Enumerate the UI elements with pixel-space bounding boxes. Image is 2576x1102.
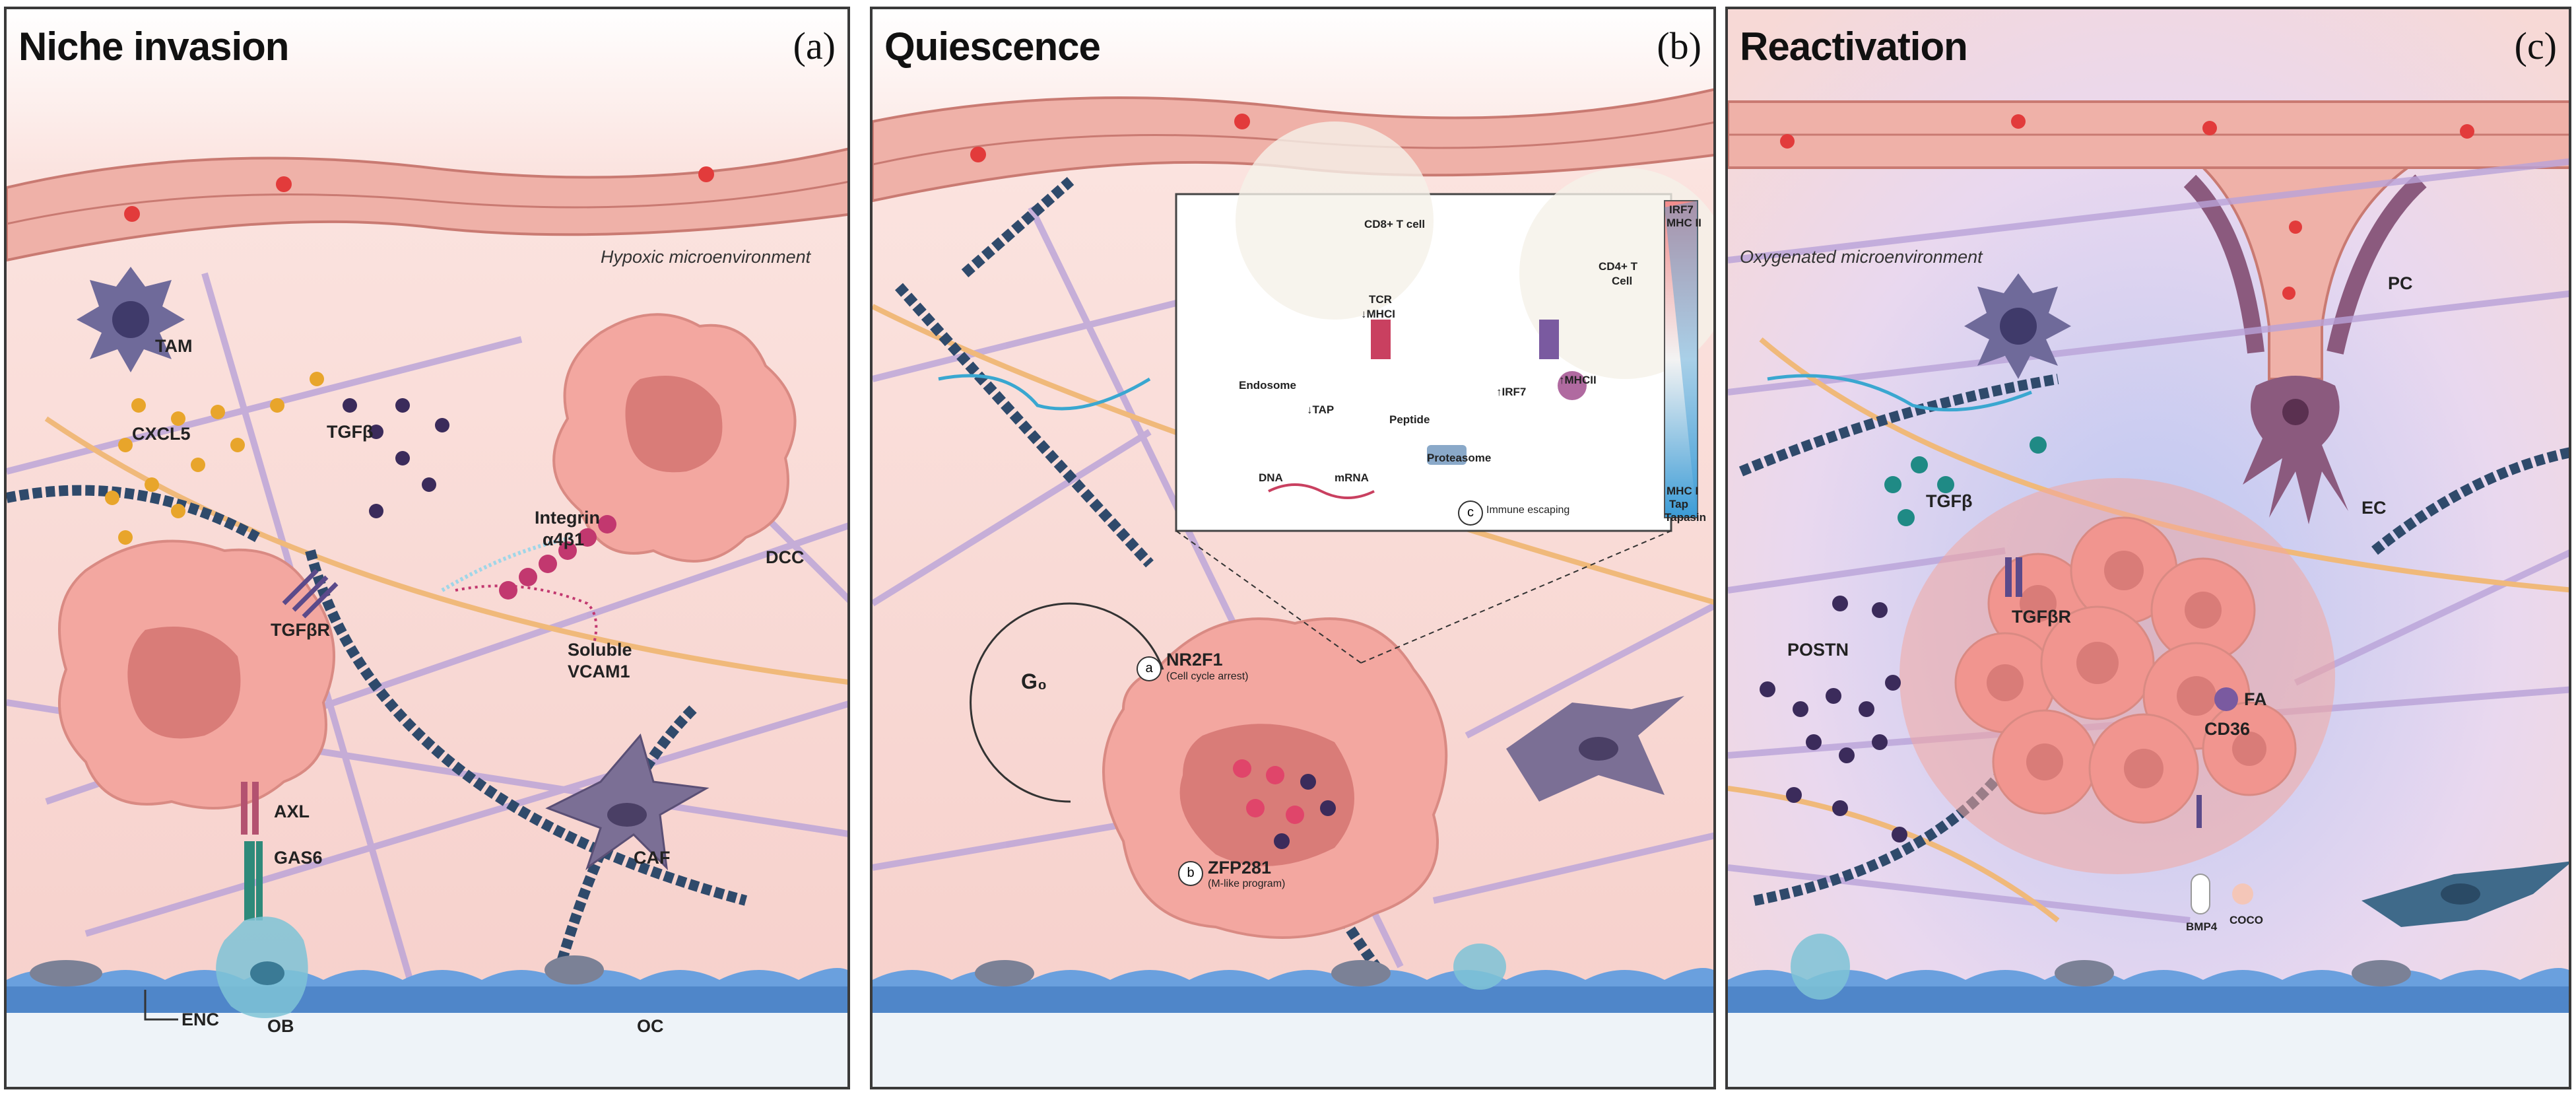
- integrin-beads: [499, 515, 616, 600]
- endosome-label: Endosome: [1239, 379, 1296, 392]
- proteasome-label: Proteasome: [1427, 452, 1492, 464]
- sprouting-vessel: [2200, 166, 2412, 380]
- caf-fibroblast-b: [1506, 696, 1684, 802]
- cd4-label: CD4+ T: [1599, 260, 1638, 273]
- ec-label: EC: [2361, 498, 2387, 518]
- tgfbr-label-a: TGFβR: [271, 620, 330, 640]
- bmp4-label: BMP4: [2186, 920, 2218, 933]
- enc-label: ENC: [182, 1010, 220, 1029]
- tgfbr-label-c: TGFβR: [2012, 607, 2071, 627]
- dcc-label: DCC: [766, 547, 805, 567]
- mhci-bar-label: MHC I: [1667, 485, 1699, 497]
- tcr-label: TCR: [1369, 293, 1392, 306]
- tam-macrophage: [77, 267, 185, 372]
- blood-vessel: [7, 147, 847, 262]
- mhcii-up-label: ↑MHCII: [1559, 374, 1597, 386]
- cd4-label-2: Cell: [1612, 275, 1633, 287]
- coco-ligand: [2232, 883, 2253, 905]
- panel-a-title: Niche invasion: [18, 24, 289, 69]
- tap-down-label: ↓TAP: [1307, 403, 1335, 416]
- immune-escaping-label: Immune escaping: [1486, 504, 1570, 516]
- panel-a-letter: (a): [793, 24, 836, 67]
- bmp4-ligand: [2191, 874, 2210, 914]
- panel-reactivation: Reactivation (c) Oxygenated microenviron…: [1725, 7, 2571, 1089]
- hypoxic-label: Hypoxic microenvironment: [601, 247, 811, 267]
- nr2f1-label: NR2F1: [1166, 650, 1223, 670]
- postn-label: POSTN: [1787, 640, 1849, 660]
- ob-label: OB: [267, 1016, 294, 1036]
- vcam1-label: VCAM1: [568, 662, 630, 681]
- panel-quiescence: Quiescence (b) CD8+ T cell CD4+ T Cell T…: [870, 7, 1716, 1089]
- postn-dots: [1760, 596, 1907, 843]
- tgfb-label-c: TGFβ: [1926, 491, 1973, 511]
- ecm-filament: [938, 374, 1151, 411]
- nr2f1-sub-label: (Cell cycle arrest): [1166, 671, 1249, 682]
- dna-label: DNA: [1259, 471, 1283, 484]
- macrophage-c: [1964, 273, 2071, 379]
- soluble-label: Soluble: [568, 640, 632, 660]
- tam-label: TAM: [155, 336, 193, 356]
- tgfb-dots: [343, 398, 449, 518]
- cxcl5-dots: [105, 372, 324, 545]
- endosteal-cells: [30, 955, 604, 986]
- nr2f1-badge: a: [1137, 656, 1162, 681]
- panel-niche-invasion: Niche invasion (a) Hypoxic microenvironm…: [4, 7, 850, 1089]
- irf7-up-label: ↑IRF7: [1496, 386, 1527, 398]
- axl-gas6-complex: [241, 782, 263, 920]
- g0-label: G₀: [1021, 670, 1047, 693]
- mhci-down-label: ↓MHCI: [1361, 308, 1395, 320]
- immune-escape-inset: [1175, 121, 1713, 532]
- caf-fibroblast: [545, 733, 710, 871]
- proliferating-tumor-mass: [1899, 478, 2335, 874]
- gas6-label: GAS6: [274, 848, 323, 868]
- immune-badge: c: [1458, 500, 1483, 526]
- osteoblast: [216, 916, 308, 1018]
- irf7-bar-label: IRF7: [1669, 203, 1694, 216]
- pc-label: PC: [2388, 273, 2413, 293]
- caf-label: CAF: [634, 848, 671, 868]
- peptide-label: Peptide: [1389, 413, 1430, 426]
- panel-b-title: Quiescence: [884, 24, 1101, 69]
- zfp281-sub-label: (M-like program): [1208, 878, 1286, 889]
- integrin-label: Integrin: [535, 508, 600, 528]
- caf-fibroblast-c: [2361, 861, 2569, 927]
- cxcl5-label: CXCL5: [132, 424, 191, 444]
- fatty-acid: [2214, 687, 2238, 711]
- tap-bar-label: Tap: [1669, 498, 1688, 510]
- panel-a-illustration: [7, 9, 847, 1087]
- red-blood-cell: [124, 206, 140, 222]
- zfp281-label: ZFP281: [1208, 858, 1272, 878]
- dcc-tumor-cell: [552, 313, 797, 563]
- pericyte: [2183, 174, 2264, 354]
- mrna-label: mRNA: [1335, 471, 1369, 484]
- oc-label: OC: [637, 1016, 664, 1036]
- cd36-label: CD36: [2204, 719, 2251, 739]
- disseminated-tumor-cell: [58, 539, 335, 809]
- tapasin-bar-label: Tapasin: [1665, 511, 1706, 524]
- g0-cycle-arrow: [970, 602, 1164, 803]
- zfp281-badge: b: [1178, 861, 1203, 886]
- coco-label: COCO: [2229, 914, 2263, 926]
- integrin-sub-label: α4β1: [543, 530, 585, 549]
- quiescent-tumor-cell: [1102, 617, 1448, 939]
- tgfbr-receptor: [282, 568, 339, 619]
- orange-fiber: [44, 416, 847, 685]
- panel-c-title: Reactivation: [1740, 24, 1968, 69]
- cd8-label: CD8+ T cell: [1364, 218, 1426, 230]
- panel-b-illustration: [873, 9, 1713, 1087]
- panel-b-letter: (b): [1657, 24, 1701, 67]
- mhcii-bar-label: MHC II: [1667, 217, 1701, 229]
- panel-c-letter: (c): [2514, 24, 2557, 67]
- endothelial-tip-cell: [2243, 376, 2348, 524]
- axl-label: AXL: [274, 802, 310, 821]
- oxygenated-label: Oxygenated microenvironment: [1740, 247, 1983, 267]
- tgfb-label-a: TGFβ: [327, 422, 374, 442]
- fa-label: FA: [2244, 689, 2267, 709]
- panel-c-illustration: [1728, 9, 2569, 1087]
